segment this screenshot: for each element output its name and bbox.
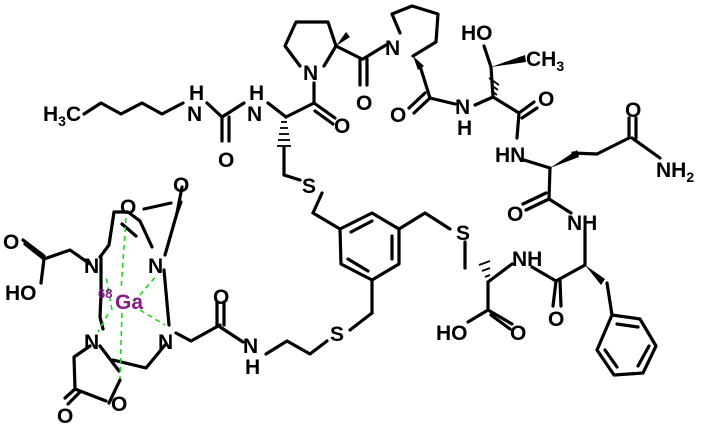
stereo-wedges — [277, 32, 605, 285]
atom-o: O — [111, 393, 127, 416]
atom-o: O — [538, 88, 554, 111]
atom-h3c: H3C — [43, 103, 81, 129]
atom-o: O — [57, 405, 73, 428]
atom-ho: HO — [5, 282, 37, 305]
gallium-atom: Ga — [115, 291, 143, 314]
atom-nh2: NH2 — [656, 159, 694, 185]
atom-h: H — [457, 117, 472, 140]
atom-s: S — [330, 323, 344, 346]
wedge-phe — [585, 265, 605, 285]
atom-n: N — [84, 331, 99, 354]
atom-o: O — [213, 286, 229, 309]
atom-o: O — [173, 174, 189, 197]
bond-skeleton — [21, 4, 662, 406]
hash-cys-left — [277, 121, 291, 147]
atom-o: O — [390, 104, 406, 127]
atom-n: N — [243, 335, 258, 358]
atom-o: O — [625, 99, 641, 122]
atom-o: O — [510, 322, 526, 345]
atom-n: N — [303, 62, 318, 85]
atom-n: N — [385, 37, 400, 60]
hash-thr — [488, 77, 500, 96]
atom-ho: HO — [436, 322, 468, 345]
atom-h: H — [249, 82, 264, 105]
hash-cys-right — [478, 260, 491, 278]
atom-nh: NH — [567, 212, 597, 235]
wedge-thr — [491, 55, 526, 67]
atom-n: N — [84, 255, 99, 278]
atom-o: O — [548, 308, 564, 331]
atom-o: O — [507, 203, 523, 226]
atom-o: O — [218, 149, 234, 172]
atom-o: O — [3, 231, 19, 254]
atom-hn: HN — [495, 144, 525, 167]
atom-nh: NH — [512, 248, 542, 271]
atom-n: N — [187, 103, 202, 126]
atom-h: H — [189, 82, 204, 105]
wedge-pro1 — [336, 32, 350, 46]
isotope-label: 68 — [98, 286, 112, 301]
atom-o: O — [120, 196, 136, 219]
atom-ch3: CH3 — [526, 48, 564, 74]
atom-o: O — [356, 92, 372, 115]
atom-s: S — [456, 222, 470, 245]
atom-ho: HO — [461, 22, 493, 45]
atom-n: N — [247, 103, 262, 126]
atom-h: H — [245, 356, 260, 379]
atom-o: O — [334, 115, 350, 138]
wedge-pro2 — [413, 56, 424, 70]
atom-n: N — [158, 331, 173, 354]
atom-n: N — [148, 255, 163, 278]
wedge-gln — [550, 150, 579, 168]
atom-s: S — [302, 175, 316, 198]
atom-labels: H3C H N H N O O N O N HO CH3 O N H O HN … — [3, 22, 694, 428]
coordination-bonds — [97, 217, 166, 379]
atom-n: N — [455, 96, 470, 119]
